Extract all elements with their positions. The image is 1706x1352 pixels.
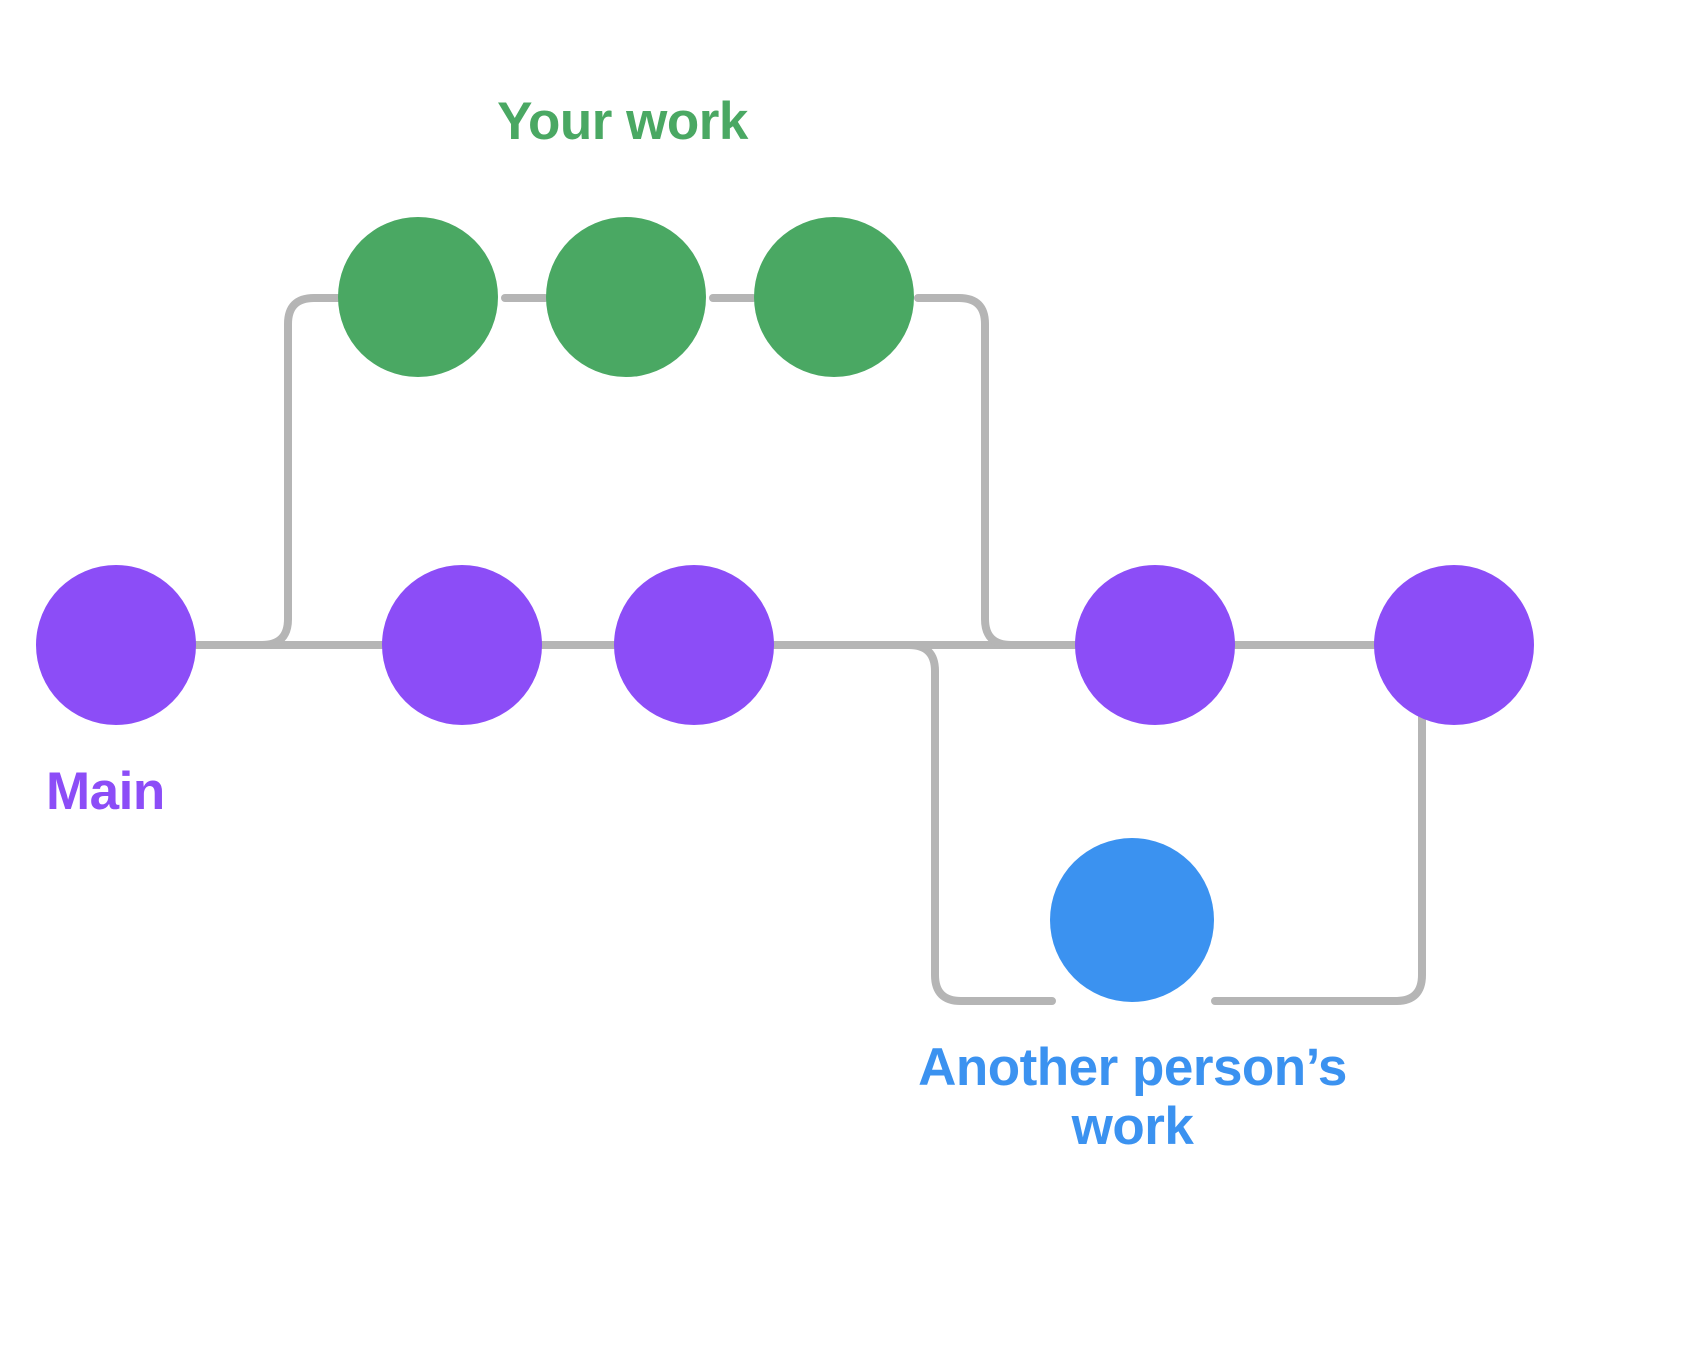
commit-node-main-2[interactable] [382,565,542,725]
commit-node-your-work-1[interactable] [338,217,498,377]
commit-node-main-4[interactable] [1075,565,1235,725]
branch-label-another-line-2: work [1071,1097,1194,1157]
connector-branch-to-other-work [824,641,1056,1005]
commit-node-other-work-1[interactable] [1050,838,1214,1002]
commit-node-main-5[interactable] [1374,565,1534,725]
branch-label-your-work: Your work [497,92,748,151]
commit-node-your-work-3[interactable] [754,217,914,377]
commit-node-main-3[interactable] [614,565,774,725]
branch-label-main: Main [46,762,165,821]
branch-label-another-line-1: Another person’s [918,1038,1347,1097]
commit-node-main-1[interactable] [36,565,196,725]
commit-node-your-work-2[interactable] [546,217,706,377]
connector-branch-to-your-work [246,294,362,649]
connector-merge-your-work-to-main [914,294,1079,649]
connector-merge-other-work-to-main [1211,641,1426,1005]
node-group [36,217,1534,1002]
connector-group [192,294,1426,1005]
